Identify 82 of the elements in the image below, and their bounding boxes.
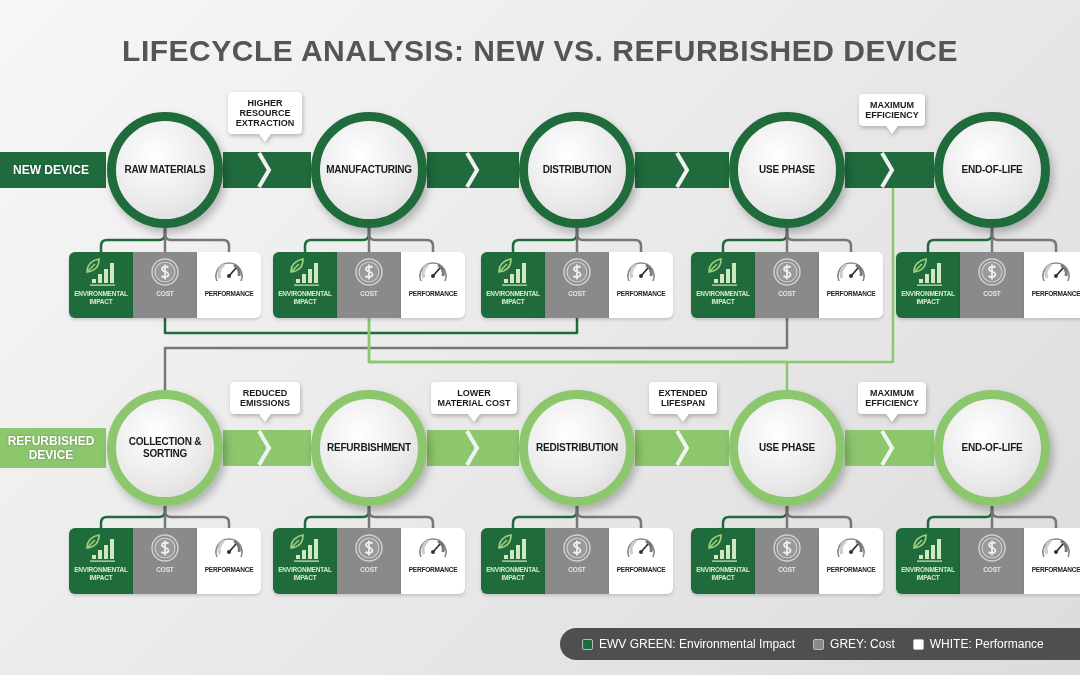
cost-panel <box>960 528 1024 594</box>
cost-panel <box>755 252 819 318</box>
flow-arrow <box>635 429 729 467</box>
callout-bubble <box>858 382 926 422</box>
callout-text: LOWER MATERIAL COST <box>436 387 512 410</box>
diagram-title: LIFECYCLE ANALYSIS: NEW VS. REFURBISHED DEVICE <box>121 34 959 68</box>
legend-text: EWV GREEN: Environmental Impact <box>599 637 796 651</box>
connector-line <box>163 506 231 528</box>
connector-line <box>163 228 231 252</box>
cost-panel <box>960 252 1024 318</box>
stage-label: REDISTRIBUTION <box>535 442 619 454</box>
callout-text: MAXIMUM EFFICIENCY <box>864 99 920 122</box>
connector-line <box>785 506 853 528</box>
performance-panel <box>609 252 673 318</box>
environmental-impact-panel <box>69 252 133 318</box>
cost-panel <box>337 528 401 594</box>
connector-line <box>367 188 895 364</box>
performance-panel <box>819 528 883 594</box>
lane-band <box>0 152 106 188</box>
connector-line <box>785 228 853 252</box>
connector-line <box>163 318 579 335</box>
performance-panel <box>1024 252 1080 318</box>
connector-line <box>163 318 789 390</box>
callout-bubble <box>649 382 717 422</box>
stage-label: RAW MATERIALS <box>124 164 206 176</box>
environmental-impact-panel <box>691 252 755 318</box>
connector-line <box>990 506 1058 528</box>
cost-panel <box>133 252 197 318</box>
flow-arrow <box>427 429 519 467</box>
stage-label: END-OF-LIFE <box>961 164 1023 176</box>
environmental-impact-panel <box>69 528 133 594</box>
connector-line <box>990 228 1058 252</box>
lane-label: REFURBISHED DEVICE <box>6 434 96 462</box>
connector-line <box>575 506 643 528</box>
stage-label: REFURBISHMENT <box>326 442 412 454</box>
environmental-impact-panel <box>273 528 337 594</box>
stage-label: USE PHASE <box>759 164 815 176</box>
performance-panel <box>197 528 261 594</box>
flow-arrow <box>845 151 934 189</box>
environmental-impact-panel <box>691 528 755 594</box>
flow-arrow <box>223 429 311 467</box>
stage-circle <box>519 390 635 506</box>
stage-label: MANUFACTURING <box>326 164 412 176</box>
callout-bubble <box>228 92 302 142</box>
lane-label: NEW DEVICE <box>12 163 90 177</box>
environmental-impact-panel <box>273 252 337 318</box>
environmental-impact-panel <box>481 252 545 318</box>
environmental-impact-panel <box>896 528 960 594</box>
connector-line <box>575 228 643 252</box>
performance-panel <box>609 528 673 594</box>
cost-panel <box>337 252 401 318</box>
callout-bubble <box>230 382 300 422</box>
cost-panel <box>545 528 609 594</box>
callout-text: MAXIMUM EFFICIENCY <box>864 387 920 410</box>
performance-panel <box>819 252 883 318</box>
callout-bubble <box>431 382 517 422</box>
callout-text: HIGHER RESOURCE EXTRACTION <box>234 97 296 130</box>
cost-panel <box>545 252 609 318</box>
connector-line <box>367 506 435 528</box>
stage-label: COLLECTION & SORTING <box>127 436 203 460</box>
stage-label: DISTRIBUTION <box>542 164 612 176</box>
flow-arrow <box>427 151 519 189</box>
cost-panel <box>133 528 197 594</box>
performance-panel <box>401 528 465 594</box>
callout-text: EXTENDED LIFESPAN <box>657 387 709 410</box>
environmental-impact-panel <box>481 528 545 594</box>
environmental-impact-panel <box>896 252 960 318</box>
connector-line <box>367 228 435 252</box>
cost-panel <box>755 528 819 594</box>
legend-text: WHITE: Performance <box>929 637 1044 651</box>
callout-text: REDUCED EMISSIONS <box>239 387 291 410</box>
performance-panel <box>401 252 465 318</box>
stage-label: END-OF-LIFE <box>961 442 1023 454</box>
lane-band <box>0 428 106 468</box>
flow-arrow <box>635 151 729 189</box>
flow-arrow <box>223 151 311 189</box>
callout-bubble <box>859 94 925 134</box>
stage-label: USE PHASE <box>759 442 815 454</box>
performance-panel <box>197 252 261 318</box>
performance-panel <box>1024 528 1080 594</box>
legend-text: GREY: Cost <box>830 637 895 651</box>
flow-arrow <box>845 429 934 467</box>
